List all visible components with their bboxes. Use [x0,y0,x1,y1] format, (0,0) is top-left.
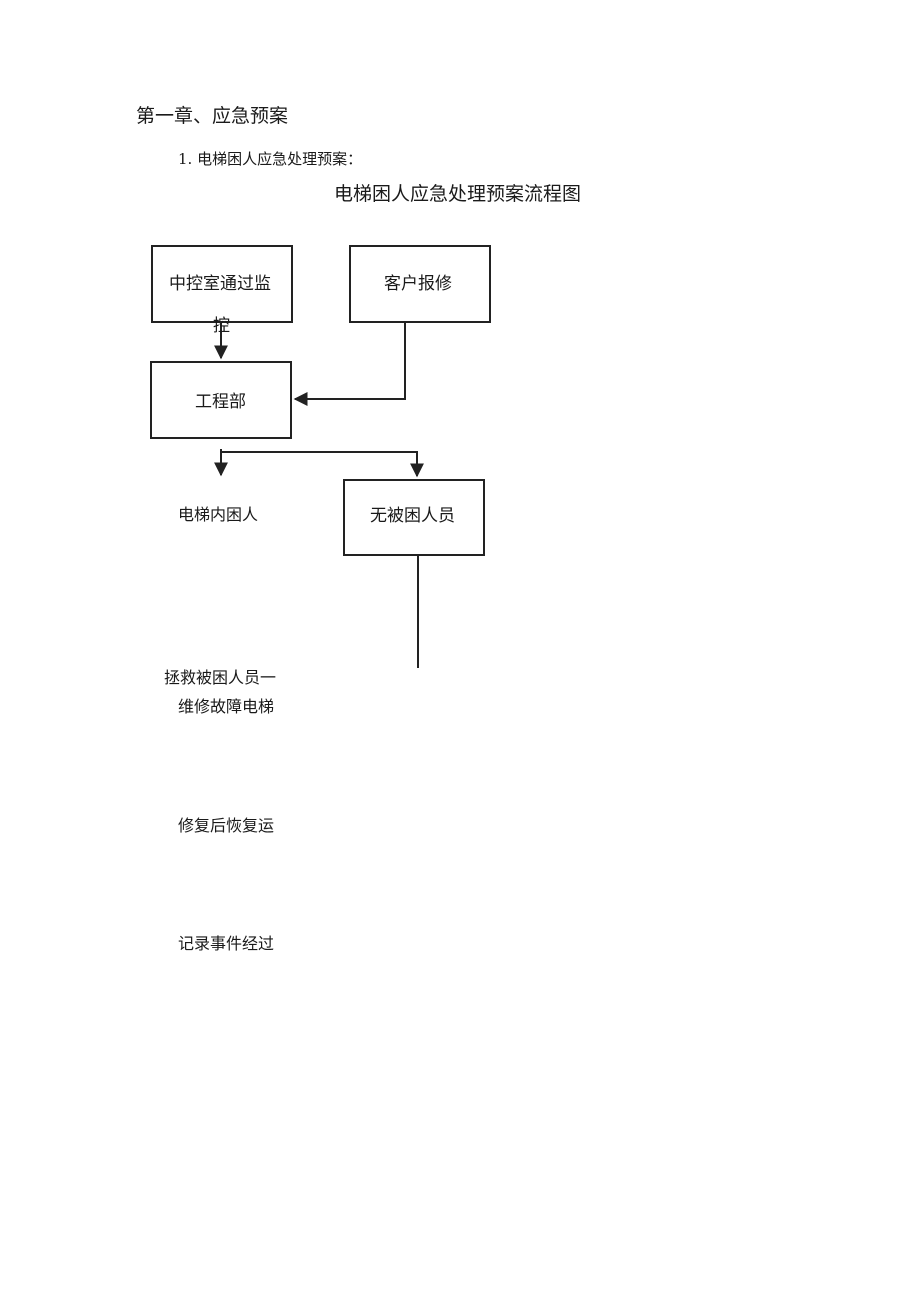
box-control-room-monitoring: 中控室通过监 [151,245,293,323]
box-customer-report-label: 客户报修 [384,274,452,294]
section-title: 1. 电梯困人应急处理预案： [178,150,363,168]
box-customer-report: 客户报修 [349,245,491,323]
arrow-customer-to-engineering [293,323,406,406]
chapter-title: 第一章、应急预案 [136,105,289,127]
label-trapped-in-elevator: 电梯内困人 [178,505,259,524]
box-engineering: 工程部 [150,361,292,439]
label-rescue-trapped: 拯救被困人员一 [164,668,277,687]
flowchart-title: 电梯困人应急处理预案流程图 [334,183,582,205]
box-no-trapped-label: 无被困人员 [370,506,455,526]
box-control-room-label: 中控室通过监 [169,274,271,294]
box-control-room-label-overflow: 控 [213,316,230,336]
box-engineering-label: 工程部 [195,392,246,412]
label-repair-elevator: 维修故障电梯 [178,697,275,716]
arrow-engineering-to-no-trapped [221,451,424,478]
label-restore-operation: 修复后恢复运 [178,816,275,835]
label-record-event: 记录事件经过 [178,934,275,953]
box-no-trapped: 无被困人员 [343,479,485,556]
